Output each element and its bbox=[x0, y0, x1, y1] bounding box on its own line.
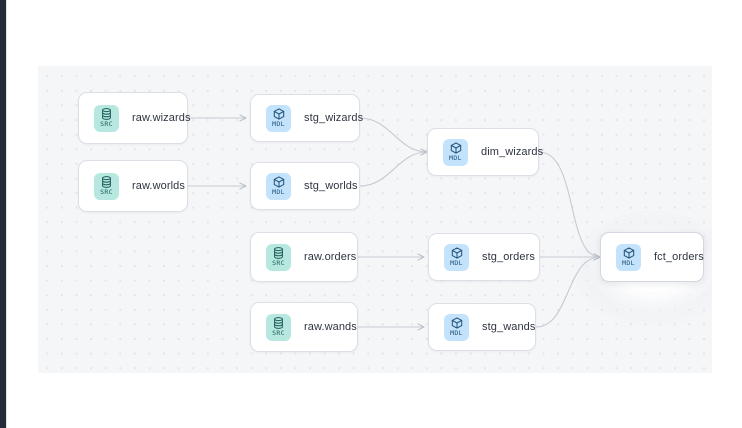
node-kind-tag: SRC bbox=[272, 259, 285, 267]
node-kind-tag: SRC bbox=[100, 188, 113, 196]
node-kind-tag: MDL bbox=[272, 188, 285, 196]
graph-node-raw_worlds[interactable]: SRC raw.worlds bbox=[78, 160, 188, 212]
node-kind-tag: MDL bbox=[450, 259, 463, 267]
graph-node-raw_wizards[interactable]: SRC raw.wizards bbox=[78, 92, 191, 144]
node-label: stg_wands bbox=[482, 321, 536, 333]
node-kind-tag: SRC bbox=[272, 329, 285, 337]
node-label: raw.wands bbox=[304, 321, 357, 333]
database-icon: SRC bbox=[266, 313, 291, 341]
database-icon: SRC bbox=[94, 172, 119, 200]
cube-icon: MDL bbox=[444, 313, 469, 341]
node-kind-tag: SRC bbox=[100, 120, 113, 128]
node-label: raw.worlds bbox=[132, 180, 185, 192]
node-kind-tag: MDL bbox=[622, 259, 635, 267]
cube-icon: MDL bbox=[266, 104, 291, 132]
graph-node-stg_wands[interactable]: MDL stg_wands bbox=[428, 303, 536, 351]
node-label: stg_wizards bbox=[304, 112, 364, 124]
graph-node-stg_worlds[interactable]: MDL stg_worlds bbox=[250, 162, 360, 210]
node-label: fct_orders bbox=[654, 251, 704, 263]
node-label: stg_orders bbox=[482, 251, 535, 263]
node-label: raw.wizards bbox=[132, 112, 191, 124]
database-icon: SRC bbox=[266, 243, 291, 271]
graph-node-raw_wands[interactable]: SRC raw.wands bbox=[250, 302, 358, 352]
cube-icon: MDL bbox=[266, 172, 291, 200]
node-label: raw.orders bbox=[304, 251, 357, 263]
left-nav-rail[interactable] bbox=[0, 0, 6, 428]
node-label: stg_worlds bbox=[304, 180, 358, 192]
graph-node-dim_wizards[interactable]: MDL dim_wizards bbox=[427, 128, 543, 176]
graph-node-raw_orders[interactable]: SRC raw.orders bbox=[250, 232, 358, 282]
node-kind-tag: MDL bbox=[272, 120, 285, 128]
cube-icon: MDL bbox=[444, 243, 469, 271]
cube-icon: MDL bbox=[616, 243, 641, 271]
graph-node-stg_orders[interactable]: MDL stg_orders bbox=[428, 233, 540, 281]
node-label: dim_wizards bbox=[481, 146, 544, 158]
node-kind-tag: MDL bbox=[449, 154, 462, 162]
cube-icon: MDL bbox=[443, 138, 468, 166]
rail-divider bbox=[6, 0, 7, 428]
graph-node-stg_wizards[interactable]: MDL stg_wizards bbox=[250, 94, 364, 142]
graph-node-fct_orders[interactable]: MDL fct_orders bbox=[600, 232, 704, 282]
database-icon: SRC bbox=[94, 104, 119, 132]
node-kind-tag: MDL bbox=[450, 329, 463, 337]
